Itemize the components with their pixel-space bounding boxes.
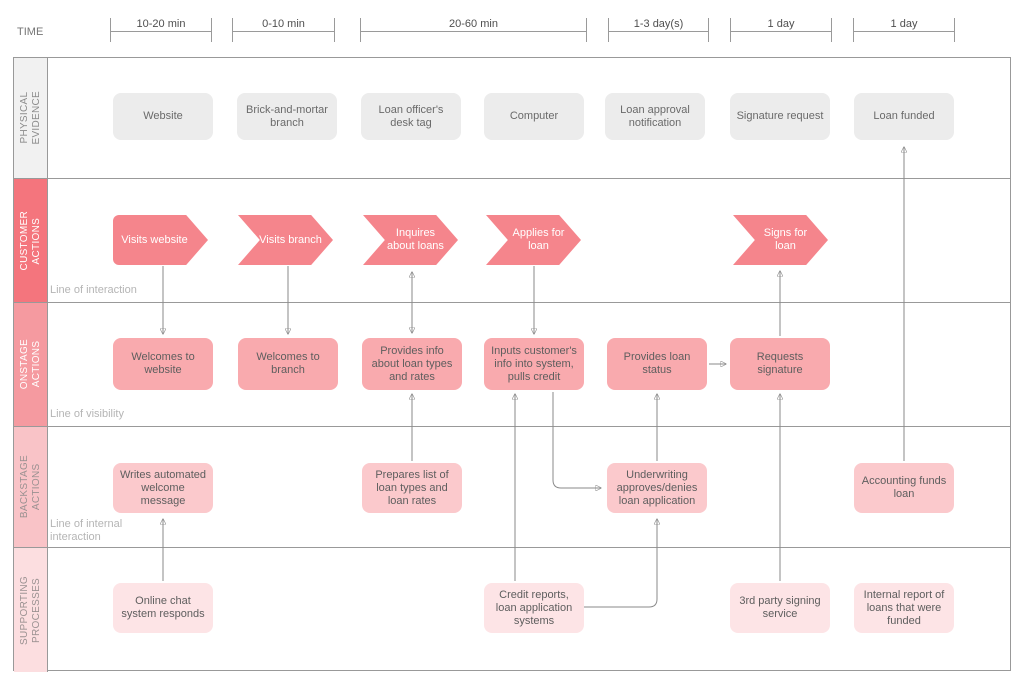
- backstage-underwriting-approves-denies[interactable]: Underwriting approves/denies loan applic…: [607, 463, 707, 513]
- bracket-line: [854, 31, 954, 32]
- physical-evidence-loan-funded[interactable]: Loan funded: [854, 93, 954, 140]
- shape-label: Provides info about loan types and rates: [371, 344, 453, 383]
- supporting-online-chat-system[interactable]: Online chat system responds: [113, 583, 213, 633]
- shape-label: Applies for loan: [512, 227, 565, 252]
- lane-physical-evidence: PHYSICAL EVIDENCE: [14, 58, 1010, 179]
- time-interval-label: 1 day: [890, 18, 918, 30]
- shape-label: Online chat system responds: [121, 595, 205, 620]
- connector-inputs-info-to-underwriting[interactable]: [552, 392, 601, 488]
- blueprint-table: PHYSICAL EVIDENCE CUSTOMER ACTIONS ONSTA…: [13, 57, 1011, 672]
- shape-label: Provides loan status: [623, 351, 691, 376]
- shape-label: Credit reports, loan application systems: [495, 588, 573, 627]
- time-interval-label: 1-3 day(s): [633, 18, 684, 30]
- line-of-visibility-label: Line of visibility: [50, 408, 124, 420]
- customer-step-signs-for-loan[interactable]: Signs for loan: [733, 215, 828, 265]
- backstage-writes-welcome-message[interactable]: Writes automated welcome message: [113, 463, 213, 513]
- shape-label: Welcomes to website: [131, 351, 195, 376]
- shape-label: Loan officer's desk tag: [378, 103, 444, 129]
- onstage-provides-info-loan-types[interactable]: Provides info about loan types and rates: [362, 338, 462, 390]
- shape-label: Signs for loan: [763, 227, 808, 252]
- onstage-provides-loan-status[interactable]: Provides loan status: [607, 338, 707, 390]
- time-interval-label: 20-60 min: [449, 18, 498, 30]
- time-interval-bracket[interactable]: 1 day: [730, 18, 832, 42]
- physical-evidence-branch[interactable]: Brick-and-mortar branch: [237, 93, 337, 140]
- lane-header-label: PHYSICAL EVIDENCE: [18, 91, 42, 145]
- bracket-line: [233, 31, 334, 32]
- supporting-internal-report[interactable]: Internal report of loans that were funde…: [854, 583, 954, 633]
- shape-label: 3rd party signing service: [739, 595, 821, 620]
- bracket-line: [609, 31, 708, 32]
- connector-credit-reports-to-underwriting[interactable]: [584, 519, 657, 608]
- time-interval-label: 0-10 min: [262, 18, 305, 30]
- lane-supporting-processes: SUPPORTING PROCESSES: [14, 548, 1010, 672]
- shape-label: Underwriting approves/denies loan applic…: [616, 468, 698, 507]
- time-interval-bracket[interactable]: 20-60 min: [360, 18, 587, 42]
- lane-header-label: BACKSTAGE ACTIONS: [18, 455, 42, 519]
- shape-label: Loan approval notification: [620, 103, 690, 129]
- physical-evidence-website[interactable]: Website: [113, 93, 213, 140]
- shape-label: Signature request: [736, 110, 824, 122]
- onstage-inputs-customer-info[interactable]: Inputs customer's info into system, pull…: [484, 338, 584, 390]
- time-interval-label: 10-20 min: [136, 18, 186, 30]
- shape-label: Visits website: [121, 233, 188, 246]
- lane-backstage-actions: BACKSTAGE ACTIONS: [14, 427, 1010, 548]
- shape-label: Loan funded: [873, 110, 935, 122]
- shape-label: Writes automated welcome message: [119, 468, 206, 507]
- lane-header-label: SUPPORTING PROCESSES: [18, 575, 42, 645]
- lane-header-supporting-processes[interactable]: SUPPORTING PROCESSES: [14, 548, 48, 672]
- shape-label: Requests signature: [756, 351, 804, 376]
- time-interval-bracket[interactable]: 1 day: [853, 18, 955, 42]
- lane-header-customer-actions[interactable]: CUSTOMER ACTIONS: [14, 179, 48, 302]
- bracket-line: [111, 31, 211, 32]
- shape-label: Inputs customer's info into system, pull…: [491, 344, 577, 383]
- lane-header-label: CUSTOMER ACTIONS: [18, 210, 42, 271]
- lane-header-physical-evidence[interactable]: PHYSICAL EVIDENCE: [14, 58, 48, 178]
- lane-onstage-actions: ONSTAGE ACTIONS: [14, 303, 1010, 427]
- time-interval-bracket[interactable]: 1-3 day(s): [608, 18, 709, 42]
- shape-label: Brick-and-mortar branch: [246, 103, 328, 129]
- shape-label: Visits branch: [259, 233, 322, 246]
- backstage-accounting-funds-loan[interactable]: Accounting funds loan: [854, 463, 954, 513]
- supporting-credit-reports-systems[interactable]: Credit reports, loan application systems: [484, 583, 584, 633]
- bracket-line: [361, 31, 586, 32]
- physical-evidence-signature-request[interactable]: Signature request: [730, 93, 830, 140]
- shape-label: Computer: [509, 110, 559, 122]
- onstage-welcomes-to-website[interactable]: Welcomes to website: [113, 338, 213, 390]
- customer-step-visits-website[interactable]: Visits website: [113, 215, 208, 265]
- time-interval-bracket[interactable]: 0-10 min: [232, 18, 335, 42]
- line-of-interaction-label: Line of interaction: [50, 284, 137, 296]
- time-interval-label: 1 day: [767, 18, 795, 30]
- lane-header-onstage-actions[interactable]: ONSTAGE ACTIONS: [14, 303, 48, 426]
- time-interval-bracket[interactable]: 10-20 min: [110, 18, 212, 42]
- onstage-welcomes-to-branch[interactable]: Welcomes to branch: [238, 338, 338, 390]
- bracket-line: [731, 31, 831, 32]
- physical-evidence-computer[interactable]: Computer: [484, 93, 584, 140]
- physical-evidence-approval-notification[interactable]: Loan approval notification: [605, 93, 705, 140]
- lane-header-label: ONSTAGE ACTIONS: [18, 339, 42, 390]
- supporting-3rd-party-signing[interactable]: 3rd party signing service: [730, 583, 830, 633]
- shape-label: Accounting funds loan: [861, 475, 947, 500]
- shape-label: Welcomes to branch: [256, 351, 320, 376]
- time-axis-label: TIME: [17, 26, 44, 38]
- lane-header-backstage-actions[interactable]: BACKSTAGE ACTIONS: [14, 427, 48, 547]
- line-of-internal-interaction-label: Line of internal interaction: [50, 518, 123, 543]
- shape-label: Prepares list of loan types and loan rat…: [375, 468, 449, 507]
- backstage-prepares-loan-list[interactable]: Prepares list of loan types and loan rat…: [362, 463, 462, 513]
- shape-label: Website: [143, 110, 183, 122]
- shape-label: Internal report of loans that were funde…: [863, 588, 945, 627]
- shape-label: Inquires about loans: [387, 227, 444, 252]
- lane-customer-actions: CUSTOMER ACTIONS: [14, 179, 1010, 303]
- physical-evidence-desk-tag[interactable]: Loan officer's desk tag: [361, 93, 461, 140]
- onstage-requests-signature[interactable]: Requests signature: [730, 338, 830, 390]
